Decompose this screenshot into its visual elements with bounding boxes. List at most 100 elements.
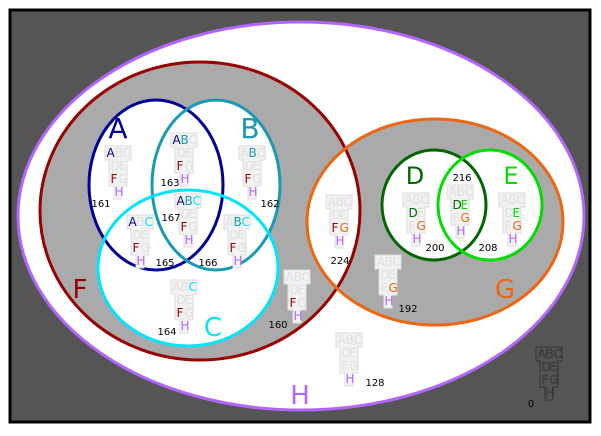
- set-b-outline: [150, 98, 282, 272]
- region-tag: [498, 192, 526, 247]
- region-letter-e: E: [513, 206, 521, 220]
- region-letter-d: D: [177, 293, 186, 307]
- region-letter-g: G: [461, 211, 470, 225]
- region-letter-h: H: [413, 232, 422, 246]
- region-letter-c: C: [302, 270, 310, 284]
- region-letter-b: B: [115, 146, 123, 160]
- region-letter-b: B: [346, 333, 354, 347]
- region-tag: [170, 132, 198, 187]
- region-letter-e: E: [298, 283, 306, 297]
- set-label-c: C: [204, 313, 222, 343]
- region-letter-a: A: [241, 146, 250, 160]
- region-letter-d: D: [133, 228, 142, 242]
- region-letter-g: G: [185, 306, 194, 320]
- region-count: 216: [452, 173, 471, 184]
- region-letter-c: C: [257, 146, 265, 160]
- set-g-outline: [305, 117, 565, 327]
- region-letter-c: C: [465, 185, 473, 199]
- region-letter-f: F: [177, 306, 184, 320]
- region-letter-d: D: [332, 208, 341, 222]
- region-letter-d: D: [111, 159, 120, 173]
- region-letter-a: A: [501, 193, 510, 207]
- region-letter-h: H: [336, 234, 345, 248]
- region-letter-h: H: [546, 386, 555, 400]
- region-letter-e: E: [340, 208, 348, 222]
- region-letter-a: A: [173, 280, 182, 294]
- region-letter-f: F: [409, 219, 416, 233]
- region-letter-d: D: [505, 206, 514, 220]
- region-tag: [335, 332, 363, 387]
- region-count: 164: [157, 327, 176, 338]
- set-e-outline: [436, 148, 544, 262]
- region-letter-c: C: [123, 146, 131, 160]
- region-letter-c: C: [145, 215, 153, 229]
- region-letter-e: E: [238, 228, 246, 242]
- set-label-d: D: [406, 162, 424, 190]
- region-letter-g: G: [119, 172, 128, 186]
- region-tag: [170, 279, 198, 334]
- region-letter-h: H: [509, 232, 518, 246]
- region-letter-b: B: [457, 185, 465, 199]
- region-letter-f: F: [342, 359, 349, 373]
- region-letter-b: B: [509, 193, 517, 207]
- region-letter-c: C: [193, 194, 201, 208]
- region-letter-e: E: [417, 206, 425, 220]
- region-letter-f: F: [542, 373, 549, 387]
- region-letter-e: E: [461, 198, 469, 212]
- region-letter-h: H: [457, 224, 466, 238]
- region-tag: [283, 269, 311, 324]
- region-letter-e: E: [141, 228, 149, 242]
- region-letter-g: G: [350, 359, 359, 373]
- region-letter-e: E: [350, 346, 358, 360]
- region-letter-h: H: [294, 309, 303, 323]
- region-count: 165: [155, 258, 174, 269]
- region-letter-c: C: [344, 195, 352, 209]
- region-letter-b: B: [137, 215, 145, 229]
- region-letter-f: F: [133, 241, 140, 255]
- region-letter-c: C: [189, 133, 197, 147]
- region-letter-e: E: [185, 293, 193, 307]
- region-letter-a: A: [286, 270, 295, 284]
- region-letter-h: H: [181, 319, 190, 333]
- region-letter-h: H: [346, 372, 355, 386]
- region-tag: [126, 214, 154, 269]
- region-letter-a: A: [328, 195, 337, 209]
- region-letter-h: H: [181, 172, 190, 186]
- region-letter-a: A: [173, 133, 182, 147]
- region-letter-b: B: [181, 280, 189, 294]
- region-tag: [223, 214, 251, 269]
- region-letter-a: A: [338, 333, 347, 347]
- region-tag: [174, 193, 202, 248]
- region-letter-d: D: [453, 198, 462, 212]
- region-letter-a: A: [538, 347, 547, 361]
- set-label-a: A: [108, 112, 127, 145]
- set-label-h: H: [290, 381, 310, 411]
- region-letter-c: C: [242, 215, 250, 229]
- set-c-outline: [96, 188, 280, 348]
- region-letter-f: F: [181, 220, 188, 234]
- region-letter-e: E: [253, 159, 261, 173]
- region-letter-f: F: [177, 159, 184, 173]
- region-letter-d: D: [181, 207, 190, 221]
- region-tag: [325, 194, 353, 249]
- set-d-outline: [380, 148, 488, 262]
- region-tag: [104, 145, 132, 200]
- region-letter-a: A: [107, 146, 116, 160]
- region-count: 200: [425, 243, 444, 254]
- region-count: 162: [260, 199, 279, 210]
- region-letter-d: D: [177, 146, 186, 160]
- region-letter-e: E: [189, 207, 197, 221]
- region-letter-g: G: [389, 281, 398, 295]
